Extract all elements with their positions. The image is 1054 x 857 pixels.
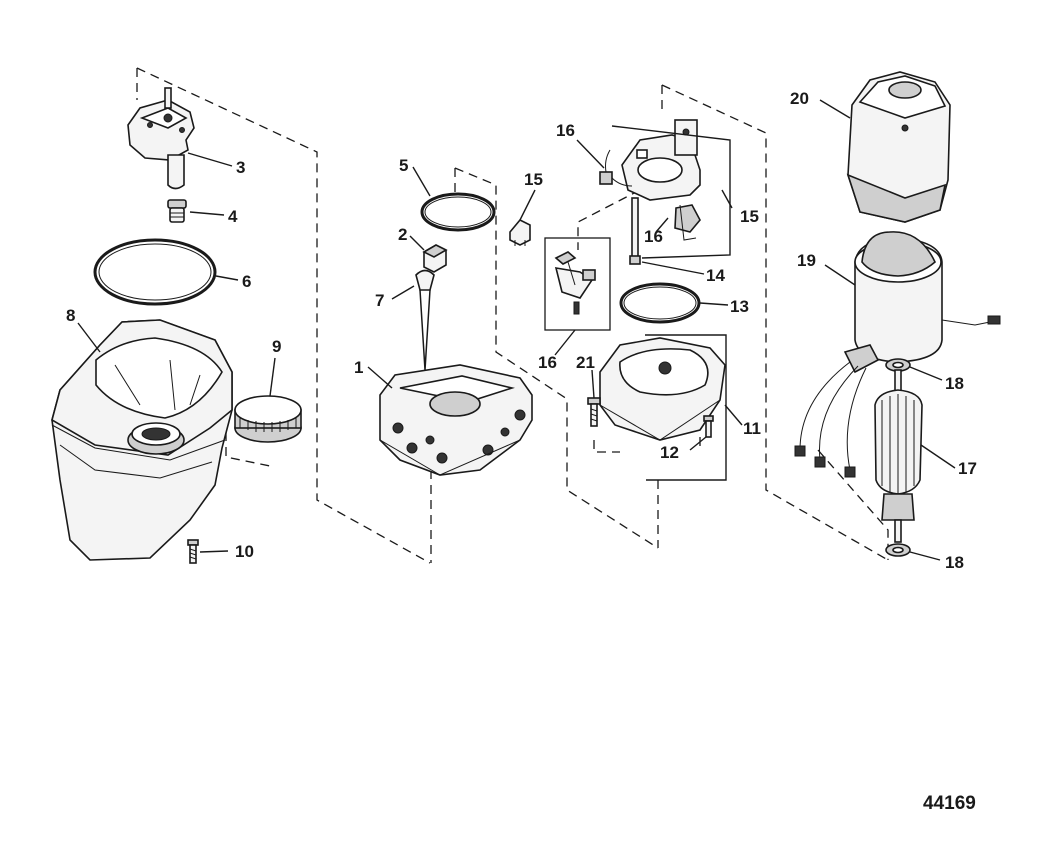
part-12-screw: [703, 415, 714, 438]
part-14-bolt: [629, 197, 641, 265]
callout-labels: 1 2 3 4 5 6 7 8 9 10 11 12 13 14 15 15 1…: [66, 89, 977, 572]
callout-3: 3: [236, 158, 245, 177]
leader-lines: [77, 99, 956, 561]
callout-16-top: 16: [556, 121, 575, 140]
part-11-end-housing: [599, 337, 726, 441]
part-6-o-ring: [93, 238, 217, 306]
callout-12: 12: [660, 443, 679, 462]
callout-14: 14: [706, 266, 725, 285]
part-4-fitting: [167, 199, 187, 223]
part-15-terminal-clip: [509, 219, 531, 246]
part-8-reservoir: [51, 319, 233, 561]
callout-16-bottom: 16: [538, 353, 557, 372]
part-3-pump-cover: [127, 87, 195, 190]
callout-9: 9: [272, 337, 281, 356]
callout-8: 8: [66, 306, 75, 325]
callout-7: 7: [375, 291, 384, 310]
callout-21: 21: [576, 353, 595, 372]
part-9-fill-cap: [234, 395, 302, 443]
part-19-stator: [794, 231, 1001, 478]
callout-1: 1: [354, 358, 363, 377]
part-7-dipstick: [415, 269, 435, 371]
part-18-washer-lower: [885, 543, 911, 557]
callout-15-left: 15: [524, 170, 543, 189]
callout-16-middle: 16: [644, 227, 663, 246]
part-18-washer-upper: [885, 358, 911, 372]
callout-6: 6: [242, 272, 251, 291]
callout-13: 13: [730, 297, 749, 316]
part-17-armature: [874, 369, 923, 543]
part-13-o-ring: [619, 282, 701, 324]
assembly-guide-lines: [136, 67, 889, 564]
callout-17: 17: [958, 459, 977, 478]
callout-15-right: 15: [740, 207, 759, 226]
part-16-brush-inset: [544, 237, 611, 331]
callout-2: 2: [398, 225, 407, 244]
callout-18-upper: 18: [945, 374, 964, 393]
callout-19: 19: [797, 251, 816, 270]
part-2-block: [422, 244, 448, 273]
part-1-pump-base: [379, 364, 533, 476]
part-15-brush-card-assembly: [599, 119, 701, 241]
part-5-o-ring: [420, 192, 496, 232]
callout-20: 20: [790, 89, 809, 108]
callout-4: 4: [228, 207, 238, 226]
callout-11: 11: [743, 419, 761, 438]
figure-number: 44169: [923, 793, 976, 814]
part-21-screw: [587, 397, 601, 427]
part-10-screw: [187, 539, 199, 564]
callout-10: 10: [235, 542, 254, 561]
callout-18-lower: 18: [945, 553, 964, 572]
part-20-motor-cover: [846, 71, 951, 223]
callout-5: 5: [399, 156, 408, 175]
